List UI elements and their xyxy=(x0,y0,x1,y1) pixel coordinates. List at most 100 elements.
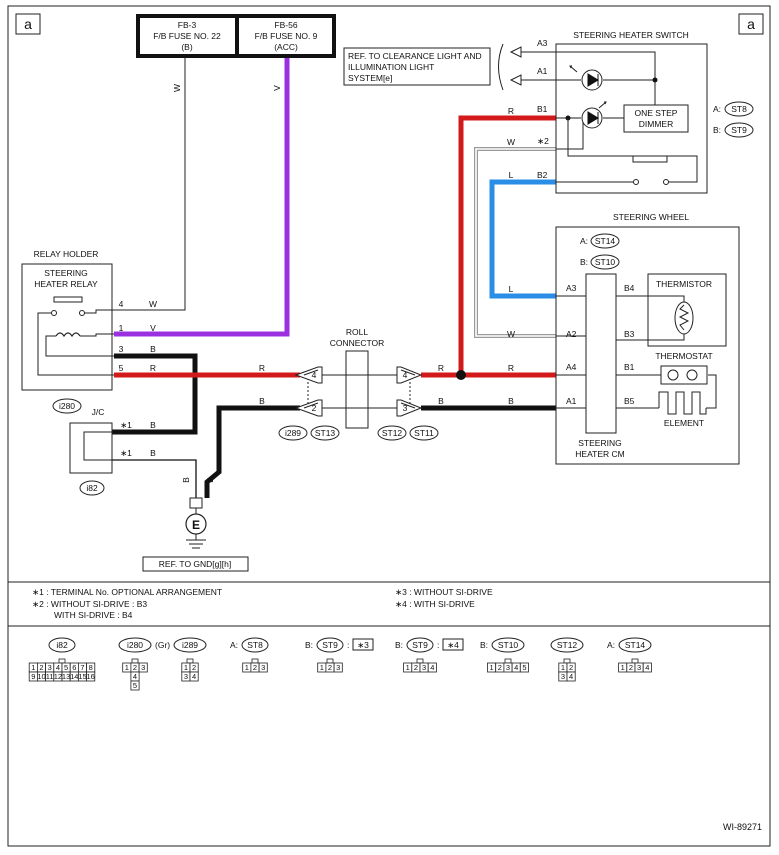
relay-internal-3 xyxy=(45,335,114,357)
legend-st10-oval xyxy=(491,637,525,653)
legend-i280-pin-cell xyxy=(130,680,140,691)
switch-contact-right xyxy=(663,179,669,185)
figure-id: WI-89271 xyxy=(723,822,762,832)
fuse-fb3-source: (B) xyxy=(181,42,193,52)
ground-ref-box xyxy=(142,556,249,572)
roll-id-st13: ST13 xyxy=(315,428,336,438)
legend-i82-pin-16: 16 xyxy=(87,672,95,681)
note-4: ∗4 : WITH SI-DRIVE xyxy=(395,599,475,609)
legend-i82-pin-1: 1 xyxy=(31,663,35,672)
legend-i82-pin-9: 9 xyxy=(31,672,35,681)
wire-label-gnd1: B xyxy=(181,477,191,483)
switch-actuator xyxy=(632,155,668,163)
legend-st14-pin-3: 3 xyxy=(637,663,641,672)
relay-holder-label: RELAY HOLDER xyxy=(34,249,99,259)
wheel-ref-b-prefix: B: xyxy=(580,257,588,267)
junction-connector: J/C ∗1 ∗1 i82 xyxy=(69,407,132,496)
wire-label-relay1: V xyxy=(150,323,156,333)
wire-relay3-b xyxy=(112,353,198,435)
roll-id-st12: ST12 xyxy=(382,428,403,438)
roll-id-i289: i289 xyxy=(285,428,301,438)
legend-st9-suffix: ∗4 xyxy=(447,640,459,650)
wire-b2-l xyxy=(489,179,556,299)
roll-id-st13-oval xyxy=(310,425,340,441)
legend-i289-pin-3: 3 xyxy=(184,672,188,681)
note-2: ∗2 : WITHOUT SI-DRIVE : B3 xyxy=(32,599,147,609)
switch-pin-b1: B1 xyxy=(537,104,548,114)
wheel-pin-b1: B1 xyxy=(624,362,635,372)
legend-st9-pin-4: 4 xyxy=(430,663,434,672)
legend-st9-suffix-colon: : xyxy=(347,640,349,650)
legend-st10-label: ST10 xyxy=(498,640,519,650)
legend-st12-oval xyxy=(550,637,584,653)
switch-a1-arrow-icon xyxy=(509,74,522,86)
relay-pin-3: 3 xyxy=(119,344,124,354)
wheel-box xyxy=(555,226,740,465)
relay-internal-1 xyxy=(80,333,114,337)
legend-st9-label: ST9 xyxy=(412,640,428,650)
wire-label-roll-bl: B xyxy=(259,396,265,406)
legend-i82-pin-12: 12 xyxy=(54,672,62,681)
legend-st10-pin-2: 2 xyxy=(498,663,502,672)
fuse-fb3-id: FB-3 xyxy=(178,20,197,30)
wire-jc2-b xyxy=(112,459,197,498)
wheel-pin-a4: A4 xyxy=(566,362,577,372)
legend-st8-oval xyxy=(241,637,269,653)
roll-right-terminal-top-icon xyxy=(396,366,423,384)
legend-st8-pin-2: 2 xyxy=(253,663,257,672)
switch-ref-a-id: ST8 xyxy=(731,104,747,114)
legend-st12-label: ST12 xyxy=(557,640,578,650)
legend-st9-pin-2: 2 xyxy=(328,663,332,672)
legend-st10-pin-1: 1 xyxy=(490,663,494,672)
roll-connector: ROLL CONNECTOR 4 2 4 3 i289 ST13 ST12 ST… xyxy=(278,327,439,441)
thermistor-zigzag xyxy=(678,304,690,331)
roll-right-pin-3: 3 xyxy=(403,403,408,413)
relay-internal-5 xyxy=(37,312,114,376)
relay-holder-box xyxy=(21,263,113,391)
legend-i82-pin-3: 3 xyxy=(48,663,52,672)
jc-id-oval xyxy=(79,480,105,496)
wire-label-sw-b1: R xyxy=(508,106,514,116)
ground: E REF. TO GND[g][h] xyxy=(142,497,249,572)
switch-ref-b-oval xyxy=(724,122,754,138)
legend-i82-pin-cell xyxy=(86,671,96,682)
relay-armature xyxy=(53,296,83,303)
led-indicator-2-rays xyxy=(598,101,607,109)
legend-st14-pin-cell xyxy=(642,662,652,673)
legend-i289-pin-4: 4 xyxy=(192,672,196,681)
jc-pin-1: ∗1 xyxy=(120,420,132,430)
wheel-pin-a3: A3 xyxy=(566,283,577,293)
switch-ref-b-id: ST9 xyxy=(731,125,747,135)
relay-holder: RELAY HOLDER STEERING HEATER RELAY 4 1 3… xyxy=(21,249,124,414)
fuse-fb3-name: F/B FUSE NO. 22 xyxy=(153,31,221,41)
legend-i82-pin-2: 2 xyxy=(39,663,43,672)
wire-label-roll-tl: R xyxy=(259,363,265,373)
switch-internal-b1-down xyxy=(567,118,698,183)
legend-st9-label: ST9 xyxy=(322,640,338,650)
wire-roll-b-gnd xyxy=(204,405,300,498)
note-3: ∗3 : WITHOUT SI-DRIVE xyxy=(395,587,493,597)
legend-i82-pin-6: 6 xyxy=(72,663,76,672)
switch-internal-star2 xyxy=(556,120,584,150)
wheel-ref-b-oval xyxy=(590,254,620,270)
clearance-ref-line-3: SYSTEM[e] xyxy=(348,73,392,83)
roll-id-i289-oval xyxy=(278,425,308,441)
legend-st9-suffix-box xyxy=(442,638,464,651)
wheel-pin-a1: A1 xyxy=(566,396,577,406)
legend-st14-oval xyxy=(618,637,652,653)
legend-st12-pin-3: 3 xyxy=(561,672,565,681)
corner-box-left xyxy=(15,13,41,35)
clearance-ref-box xyxy=(343,47,491,86)
legend-i289-pin-cell xyxy=(189,671,199,682)
wire-fb56-v xyxy=(114,56,290,337)
wire-fb3-w xyxy=(114,56,186,311)
legend-i280-oval xyxy=(118,637,152,653)
legend-i289-pin-1: 1 xyxy=(184,663,188,672)
switch-pin-a1: A1 xyxy=(537,66,548,76)
jc-label: J/C xyxy=(92,407,105,417)
element-label: ELEMENT xyxy=(664,418,704,428)
roll-id-st11-oval xyxy=(409,425,439,441)
roll-title-2: CONNECTOR xyxy=(330,338,385,348)
